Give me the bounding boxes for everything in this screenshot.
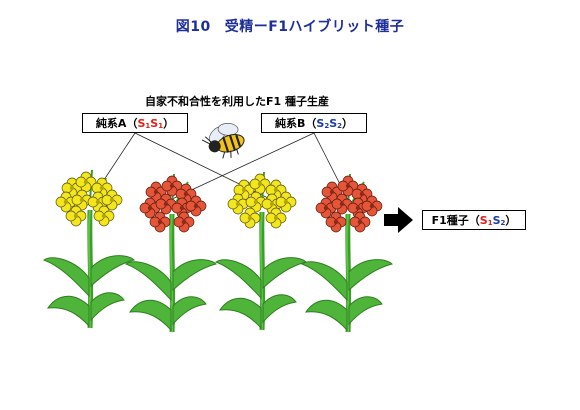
figure-number: 図10 [175, 19, 211, 35]
parent-a-allele-1: S1 [137, 116, 151, 130]
plant-red-1 [126, 174, 216, 332]
page-title: 図10 受精ーF1ハイブリット種子 [0, 16, 580, 36]
plant-yellow-2 [216, 172, 306, 330]
bee-icon [201, 122, 245, 159]
f1-paren-close: ） [505, 214, 517, 227]
parent-a-paren-close: ） [163, 117, 175, 130]
plant-red-2 [302, 174, 392, 332]
parent-a-allele-2: S1 [150, 116, 164, 130]
f1-paren-open: （ [468, 214, 480, 227]
parent-b-allele-1: S2 [316, 116, 330, 130]
parent-a-paren-open: （ [126, 117, 138, 130]
f1-allele-2: S2 [492, 213, 506, 227]
f1-seed-label: F1種子 [431, 214, 469, 227]
parent-a-label: 純系A [95, 117, 127, 130]
f1-allele-1: S1 [479, 213, 493, 227]
parent-b-label: 純系B [274, 117, 306, 130]
plant-yellow-1 [44, 170, 134, 328]
parent-b-paren-open: （ [305, 117, 317, 130]
arrow-right-icon [384, 207, 413, 233]
line-b-to-plant2 [169, 132, 315, 201]
title-text: 受精ーF1ハイブリット種子 [224, 19, 405, 35]
parent-b-allele-2: S2 [329, 116, 342, 130]
parent-b-paren-close: ） [342, 117, 353, 130]
diagram-subtitle: 自家不和合性を利用したF1 種子生産 [145, 95, 329, 108]
